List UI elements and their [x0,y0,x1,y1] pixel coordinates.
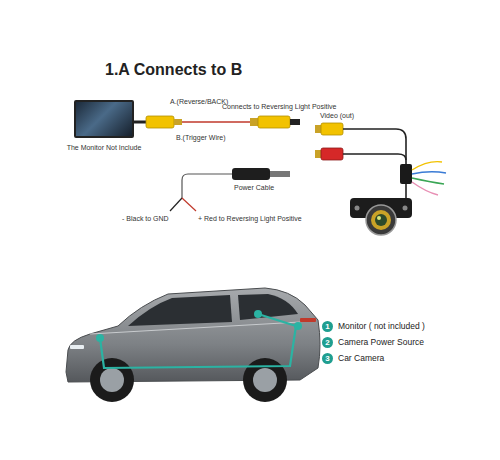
callout-text: Camera Power Source [338,337,424,348]
wire-label: A.(Reverse/BACK) [170,98,228,106]
diagram-title: 1.A Connects to B [105,60,242,79]
callout-number: 2 [322,337,333,348]
monitor-label: The Monitor Not Include [56,144,152,152]
monitor-screen: The Monitor Not Include [56,100,152,152]
callout-text: Car Camera [338,353,384,364]
wire-label: Connects to Reversing Light Positive [222,103,336,111]
callout-number: 1 [322,321,333,332]
callout-number: 3 [322,353,333,364]
screen-panel [74,100,134,138]
part-label: Video (out) [320,112,354,120]
wire-label: B.(Trigger Wire) [176,134,226,142]
callout-text: Monitor ( not included ) [338,321,425,332]
wire-label: - Black to GND [122,215,169,223]
wire-label: + Red to Reversing Light Positive [198,215,302,223]
part-label: Power Cable [234,184,274,192]
